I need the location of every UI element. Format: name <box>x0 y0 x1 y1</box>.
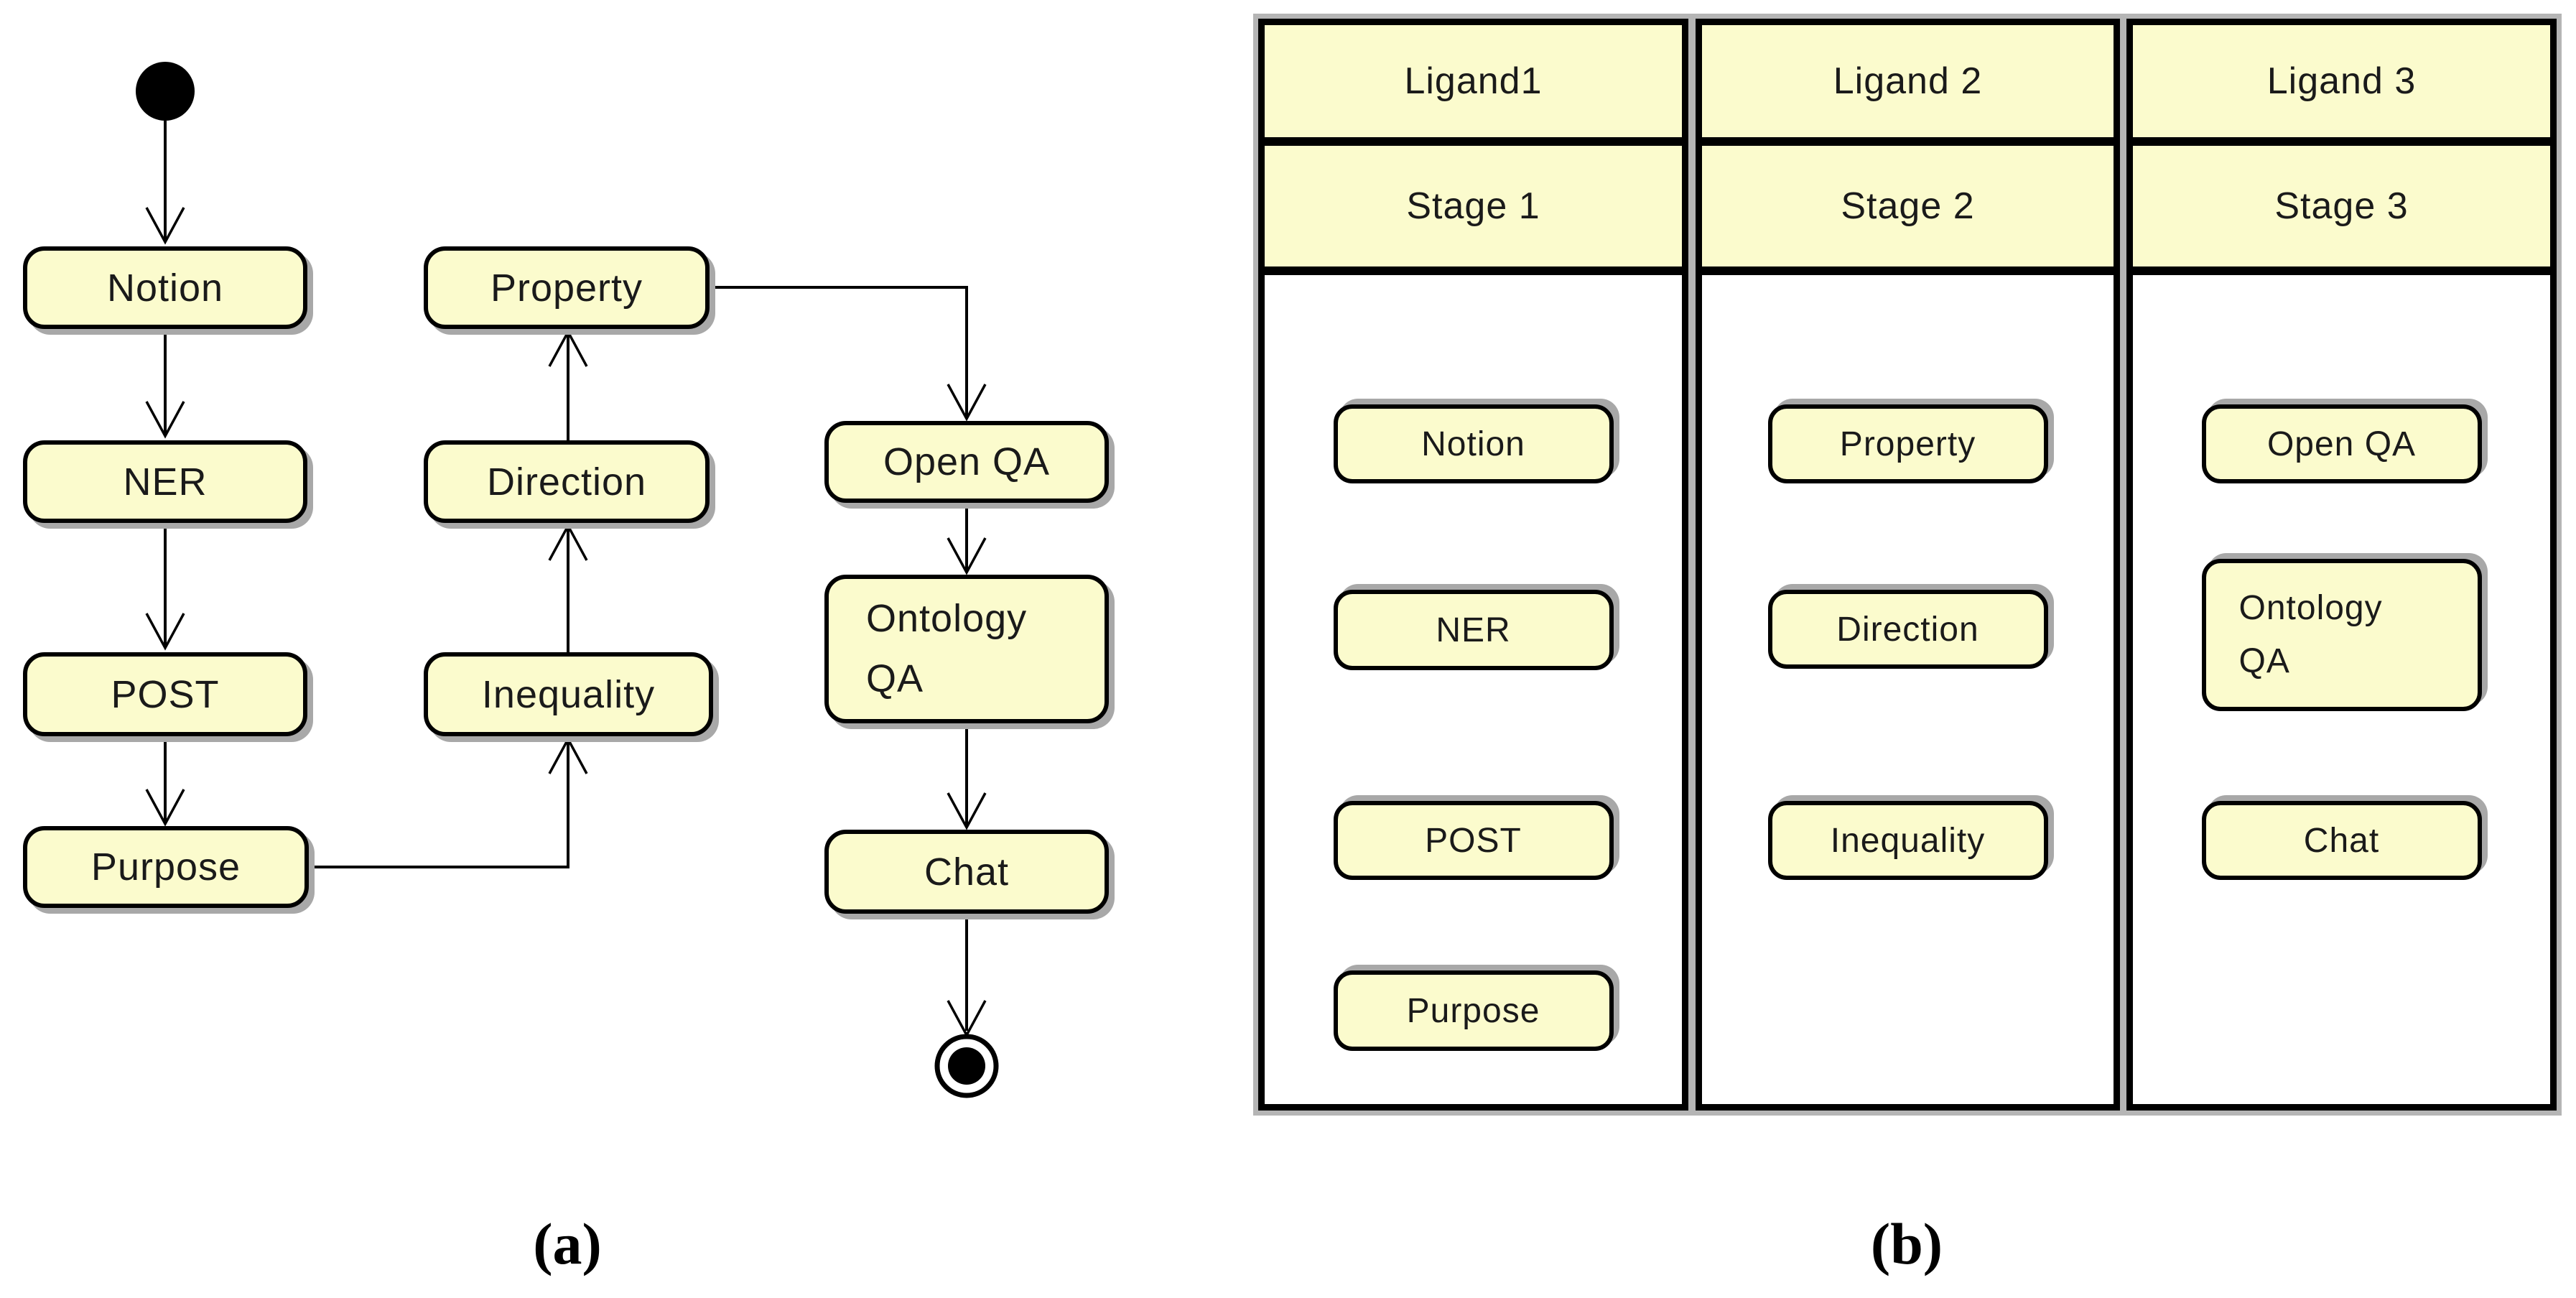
edge-notion-ner <box>145 329 185 439</box>
lane-ligand2: Ligand 2 Stage 2 Property Direction Ineq… <box>1696 19 2120 1111</box>
activity-node-direction: Direction <box>424 440 710 523</box>
arrowhead-down-icon <box>947 537 987 575</box>
lane-body-stage3: Open QA Ontology QA Chat <box>2133 275 2550 1104</box>
edge-direction-property <box>548 329 588 440</box>
start-node-icon <box>136 62 195 121</box>
edge-ner-post <box>145 523 185 651</box>
table-box-inequality: Inequality <box>1767 801 2048 880</box>
panel-b-label: (b) <box>1870 1211 1943 1276</box>
activity-node-chat: Chat <box>824 830 1109 914</box>
arrowhead-down-icon <box>145 401 185 439</box>
lane-ligand3: Ligand 3 Stage 3 Open QA Ontology QA Cha… <box>2126 19 2557 1111</box>
lane-body-stage2: Property Direction Inequality <box>1702 275 2114 1104</box>
edge-inequality-direction <box>548 523 588 652</box>
table-box-post: POST <box>1333 801 1614 880</box>
edge-property-openqa <box>710 286 987 422</box>
lane-header-stage3: Stage 3 <box>2133 146 2550 275</box>
activity-node-open-qa: Open QA <box>824 421 1109 503</box>
activity-node-post: POST <box>23 652 307 736</box>
lane-header-ligand2: Ligand 2 <box>1702 25 2114 146</box>
table-box-ner: NER <box>1333 590 1614 670</box>
arrowhead-up-icon <box>548 523 588 561</box>
edge-purpose-inequality <box>309 736 588 868</box>
lane-header-ligand1: Ligand1 <box>1265 25 1682 146</box>
arrowhead-down-icon <box>947 792 987 830</box>
activity-node-property: Property <box>424 246 710 329</box>
table-box-direction: Direction <box>1767 590 2048 669</box>
panel-a-label: (a) <box>533 1211 602 1276</box>
edge-post-purpose <box>145 736 185 827</box>
table-box-ontology-qa: Ontology QA <box>2201 559 2482 711</box>
table-box-property: Property <box>1767 404 2048 483</box>
activity-node-purpose: Purpose <box>23 826 309 908</box>
table-box-open-qa: Open QA <box>2201 404 2482 483</box>
activity-edges-layer <box>136 62 999 1098</box>
edge-chat-end <box>947 914 987 1038</box>
arrowhead-down-icon <box>947 384 987 422</box>
end-node-icon <box>934 1034 999 1098</box>
arrowhead-down-icon <box>145 207 185 245</box>
arrowhead-up-icon <box>548 329 588 367</box>
edge-start-notion <box>145 121 185 245</box>
lane-ligand1: Ligand1 Stage 1 Notion NER POST Purpose <box>1258 19 1688 1111</box>
lane-header-stage2: Stage 2 <box>1702 146 2114 275</box>
arrowhead-down-icon <box>145 613 185 651</box>
edge-ontologyqa-chat <box>947 723 987 830</box>
table-box-notion: Notion <box>1333 404 1614 483</box>
activity-node-inequality: Inequality <box>424 652 713 736</box>
activity-node-ner: NER <box>23 440 307 523</box>
arrowhead-down-icon <box>145 789 185 827</box>
edge-openqa-ontologyqa <box>947 503 987 575</box>
lane-header-ligand3: Ligand 3 <box>2133 25 2550 146</box>
lane-body-stage1: Notion NER POST Purpose <box>1265 275 1682 1104</box>
table-box-purpose: Purpose <box>1333 970 1614 1051</box>
activity-node-notion: Notion <box>23 246 307 329</box>
arrowhead-up-icon <box>548 736 588 774</box>
lane-header-stage1: Stage 1 <box>1265 146 1682 275</box>
activity-node-ontology-qa: Ontology QA <box>824 575 1109 723</box>
table-box-chat: Chat <box>2201 801 2482 880</box>
